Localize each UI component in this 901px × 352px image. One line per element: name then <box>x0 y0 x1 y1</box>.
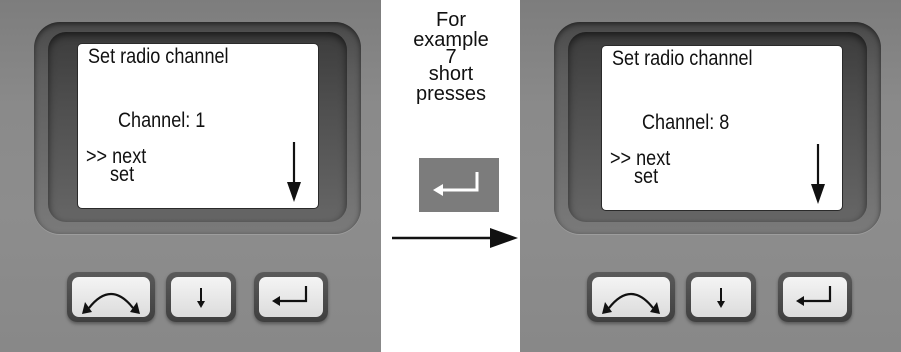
menu-item-set[interactable]: set <box>634 165 659 188</box>
right-device: Set radio channel Channel: 8 >> next set <box>520 0 901 352</box>
enter-button[interactable] <box>778 272 852 322</box>
menu-item-set[interactable]: set <box>110 163 135 186</box>
left-device: Set radio channel Channel: 1 >> next set <box>0 0 381 352</box>
instruction-line: presses <box>415 83 487 105</box>
down-button[interactable] <box>166 272 236 322</box>
scroll-down-arrow-icon <box>287 142 301 202</box>
cycle-button[interactable] <box>587 272 675 322</box>
lcd-screen: Set radio channel Channel: 1 >> next set <box>78 44 318 208</box>
lcd-screen: Set radio channel Channel: 8 >> next set <box>602 46 842 210</box>
menu-item-next[interactable]: >> next <box>86 145 147 168</box>
cycle-icon <box>602 292 660 314</box>
scroll-down-arrow-icon <box>811 144 825 204</box>
transition-arrow-icon <box>392 228 518 248</box>
enter-icon <box>272 286 308 306</box>
menu-item-next[interactable]: >> next <box>610 147 671 170</box>
instruction-text: For example 7 short presses <box>395 10 507 104</box>
instruction-line: For <box>436 9 466 31</box>
instruction-line: 7 <box>445 46 457 68</box>
enter-icon <box>796 286 832 306</box>
instruction-line: example <box>413 29 489 51</box>
down-button[interactable] <box>686 272 756 322</box>
enter-key-indicator <box>419 158 499 212</box>
cycle-icon <box>82 292 140 314</box>
down-arrow-icon <box>717 288 725 308</box>
channel-readout: Channel: 8 <box>642 111 730 134</box>
enter-button[interactable] <box>254 272 328 322</box>
screen-title: Set radio channel <box>612 47 753 70</box>
cycle-button[interactable] <box>67 272 155 322</box>
screen-title: Set radio channel <box>88 45 229 68</box>
enter-icon <box>433 172 479 196</box>
down-arrow-icon <box>197 288 205 308</box>
channel-readout: Channel: 1 <box>118 109 206 132</box>
instruction-line: short <box>428 63 474 85</box>
